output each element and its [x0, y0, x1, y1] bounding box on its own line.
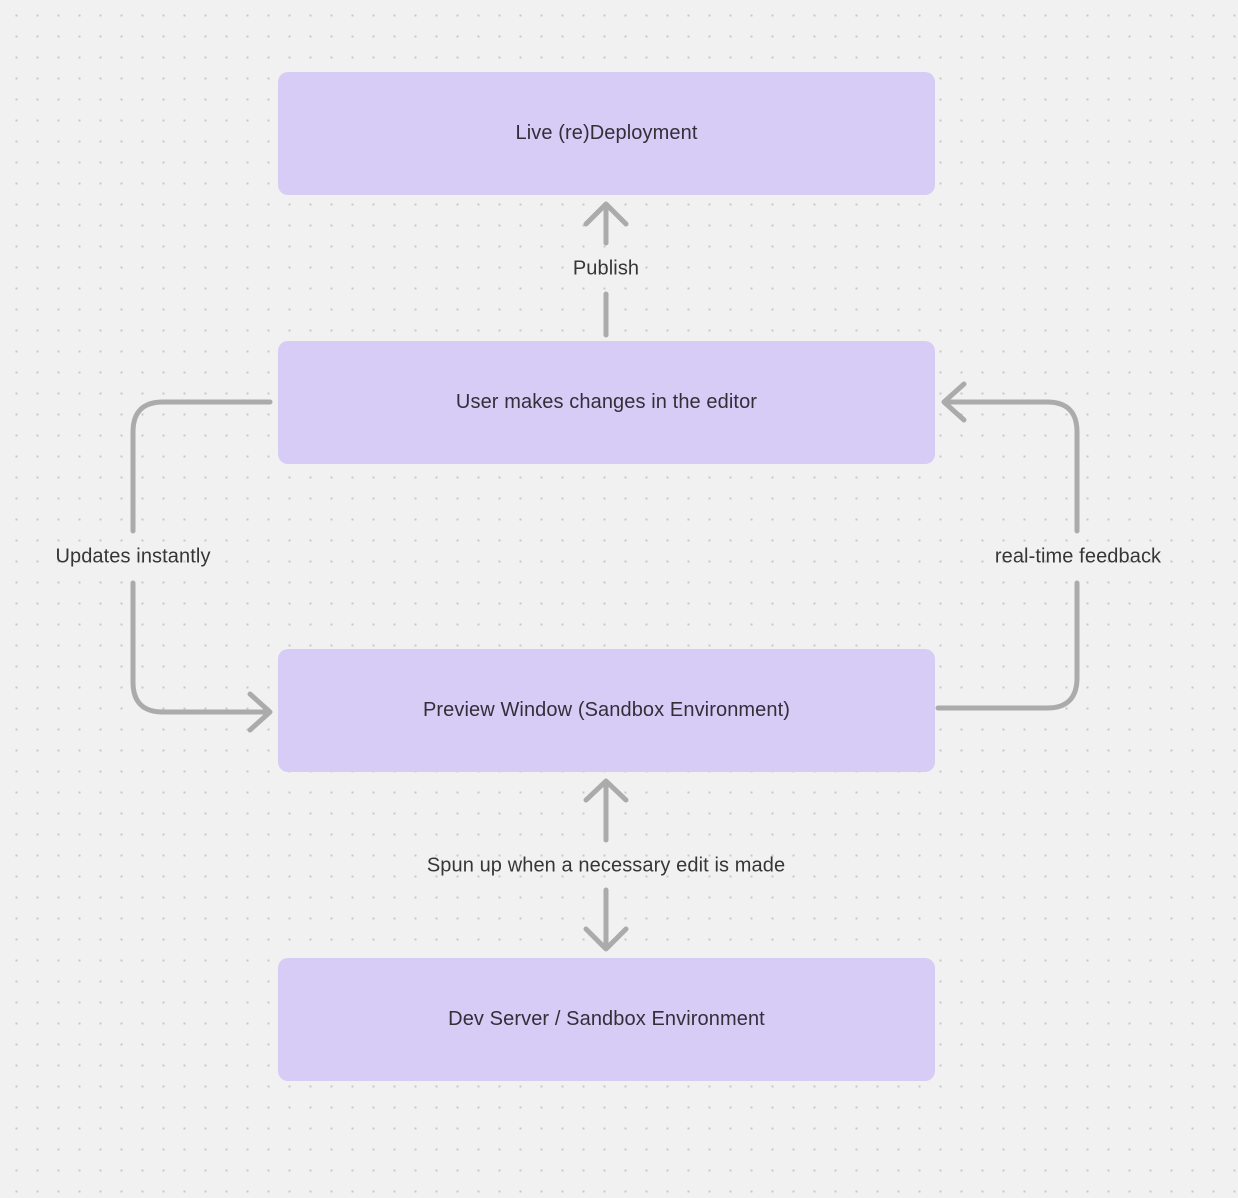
- spun-up-edge-label: Spun up when a necessary edit is made: [426, 854, 786, 877]
- realtime-feedback-edge-label: real-time feedback: [994, 545, 1162, 568]
- updates-instantly-edge-label: Updates instantly: [55, 545, 211, 568]
- node-dev-server: Dev Server / Sandbox Environment: [278, 958, 935, 1081]
- node-live-redeployment-label: Live (re)Deployment: [515, 122, 698, 144]
- node-live-redeployment: Live (re)Deployment: [278, 72, 935, 195]
- node-preview-window-label: Preview Window (Sandbox Environment): [422, 699, 791, 721]
- publish-edge-label: Publish: [572, 257, 640, 280]
- node-editor-changes: User makes changes in the editor: [278, 341, 935, 464]
- node-preview-window: Preview Window (Sandbox Environment): [278, 649, 935, 772]
- node-dev-server-label: Dev Server / Sandbox Environment: [448, 1008, 765, 1030]
- node-editor-changes-label: User makes changes in the editor: [455, 391, 758, 413]
